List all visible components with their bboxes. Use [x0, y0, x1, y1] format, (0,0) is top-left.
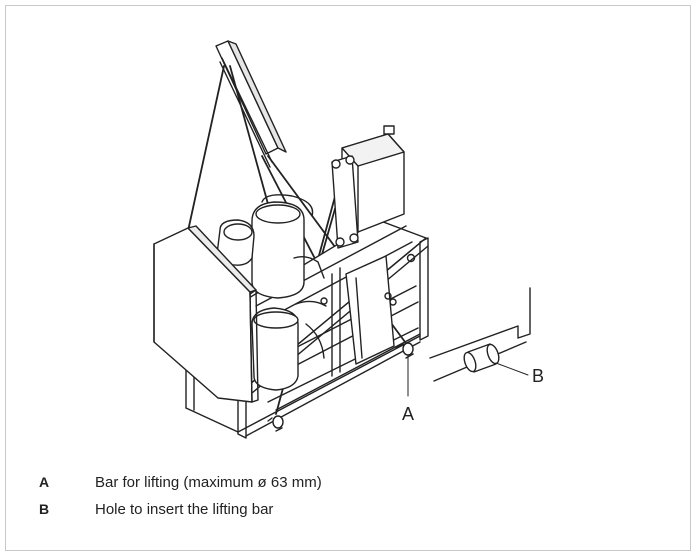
legend-key: B	[39, 501, 50, 517]
figure-legend: A Bar for lifting (maximum ø 63 mm) B Ho…	[39, 469, 322, 523]
callout-label-b: B	[532, 366, 544, 386]
legend-key: A	[39, 474, 50, 490]
electrical-box-left	[153, 225, 259, 403]
callout-leaders	[407, 355, 529, 397]
callout-label-a: A	[402, 404, 414, 424]
legend-description: Bar for lifting (maximum ø 63 mm)	[95, 474, 322, 491]
compressors	[217, 194, 327, 391]
legend-item-b: B Hole to insert the lifting bar	[39, 496, 322, 523]
lifting-illustration: A B	[153, 40, 544, 439]
spreader-beam	[215, 40, 287, 168]
legend-item-a: A Bar for lifting (maximum ø 63 mm)	[39, 469, 322, 496]
legend-description: Hole to insert the lifting bar	[95, 501, 274, 518]
lower-right-vessel	[345, 255, 395, 365]
upper-right-box	[331, 125, 405, 249]
figure-frame: A B A Bar for lifting (maximum ø 63 mm) …	[5, 5, 691, 551]
lifting-hole-detail	[429, 287, 531, 382]
lifting-bar-stubs	[267, 342, 414, 432]
